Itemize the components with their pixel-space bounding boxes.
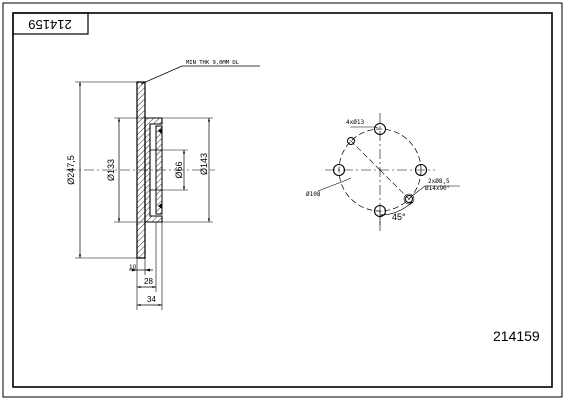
bolt-hole-top — [373, 122, 387, 136]
pitch-circle-leader — [317, 177, 352, 192]
dim-center-dia-label: Ø66 — [174, 161, 184, 178]
small-hole-tl — [347, 137, 355, 145]
angle-arc — [379, 201, 413, 216]
dim-offset-label: 28 — [144, 277, 153, 286]
dim-height-label: 34 — [147, 295, 156, 304]
dim-hub-dia-label: Ø133 — [106, 159, 116, 181]
angle-label: 45° — [392, 212, 406, 222]
dim-hat-dia-label: Ø143 — [199, 153, 209, 175]
inner-border — [12, 12, 553, 388]
part-number-stamp-box — [12, 12, 89, 35]
dim-thickness-label: 10 — [129, 264, 137, 271]
bolt-holes-leader — [350, 126, 379, 129]
min-thickness-leader — [140, 65, 260, 85]
part-number-stamp: 214159 — [28, 17, 71, 32]
part-number: 214159 — [493, 328, 540, 344]
dim-outer-dia-label: Ø247,5 — [66, 155, 76, 185]
extra-holes-leader — [411, 185, 460, 197]
pitch-circle-label: Ø108 — [306, 191, 321, 198]
bolt-hole-right — [414, 163, 428, 177]
bolt-hole-left — [332, 163, 346, 177]
bolt-holes-label: 4xØ13 — [346, 119, 364, 126]
disc-front-view — [317, 113, 460, 232]
chamfer-label: Ø14x90° — [425, 185, 450, 192]
hat-wall-section — [144, 117, 163, 223]
min-thickness-note: MIN THK 9,0MM DL — [186, 60, 240, 66]
disc-section-view — [66, 65, 260, 310]
extra-holes-label: 2xØ8,5 — [428, 178, 450, 185]
